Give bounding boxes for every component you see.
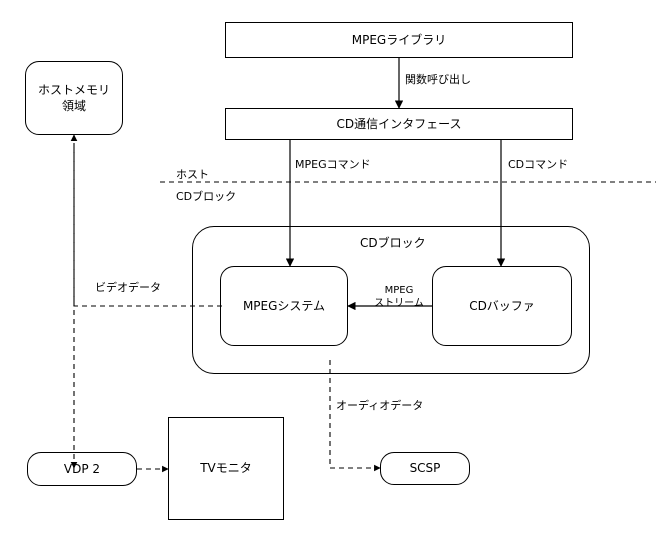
edge-label-mpeg-stream: MPEG ストリーム bbox=[374, 285, 424, 309]
node-host-memory[interactable]: ホストメモリ 領域 bbox=[25, 61, 123, 135]
divider-label-host: ホスト bbox=[176, 168, 209, 181]
arrow-audio-data-to-scsp bbox=[329, 360, 381, 472]
edge-label-function-call: 関数呼び出し bbox=[405, 73, 471, 86]
node-scsp[interactable]: SCSP bbox=[380, 452, 470, 485]
group-cd-block bbox=[192, 226, 590, 374]
node-cd-buffer[interactable]: CDバッファ bbox=[432, 266, 572, 346]
edge-label-cd-command: CDコマンド bbox=[508, 158, 569, 171]
group-cd-block-label: CDブロック bbox=[360, 236, 426, 250]
node-mpeg-system[interactable]: MPEGシステム bbox=[220, 266, 348, 346]
edge-label-audio-data: オーディオデータ bbox=[336, 399, 424, 412]
node-tv-monitor[interactable]: TVモニタ bbox=[168, 417, 284, 520]
divider-label-cd-block: CDブロック bbox=[176, 190, 237, 203]
edge-label-mpeg-command: MPEGコマンド bbox=[295, 158, 371, 171]
node-vdp2[interactable]: VDP 2 bbox=[27, 452, 137, 486]
node-cd-interface[interactable]: CD通信インタフェース bbox=[225, 108, 573, 140]
edge-label-video-data: ビデオデータ bbox=[95, 281, 161, 294]
node-mpeg-library[interactable]: MPEGライブラリ bbox=[225, 22, 573, 58]
